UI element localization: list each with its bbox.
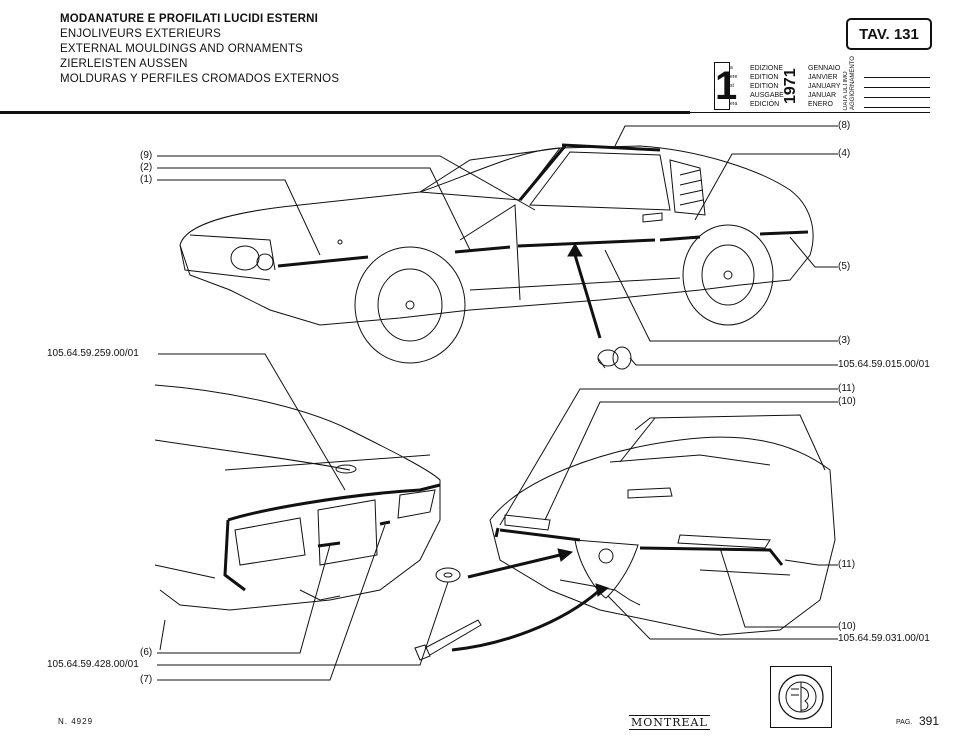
title-italian: MODANATURE E PROFILATI LUCIDI ESTERNI	[60, 13, 319, 25]
callout-10-bottom: (10)	[838, 621, 856, 632]
callout-3: (3)	[838, 335, 851, 346]
table-number: TAV. 131	[846, 18, 932, 50]
callout-9: (9)	[140, 150, 153, 161]
callout-8: (8)	[838, 120, 851, 131]
header-rule	[0, 111, 690, 114]
car-rear-view	[154, 384, 441, 651]
callout-1: (1)	[140, 174, 153, 185]
title-spanish: MOLDURAS Y PERFILES CROMADOS EXTERNOS	[60, 73, 340, 85]
last-update-lines	[864, 68, 930, 108]
callout-11-top: (11)	[838, 383, 856, 394]
part-number-031: 105.64.59.031.00/01	[838, 633, 930, 644]
page-title-block: MODANATURE E PROFILATI LUCIDI ESTERNI EN…	[60, 12, 339, 87]
part-number-428: 105.64.59.428.00/01	[47, 659, 139, 670]
page-label: PAG.	[896, 719, 913, 726]
nut-and-bolt-parts	[414, 548, 610, 661]
document-number: N. 4929	[58, 717, 94, 726]
callout-2: (2)	[140, 162, 153, 173]
leader-lines	[157, 125, 838, 681]
page-number: 391	[919, 714, 940, 728]
title-english: EXTERNAL MOULDINGS AND ORNAMENTS	[60, 43, 304, 55]
part-number-015: 105.64.59.015.00/01	[838, 359, 930, 370]
callout-6: (6)	[140, 647, 153, 658]
part-number-259: 105.64.59.259.00/01	[47, 348, 139, 359]
callout-5: (5)	[838, 261, 851, 272]
brand-emblem-icon	[770, 666, 832, 728]
screw-part	[597, 346, 632, 370]
car-side-view	[179, 143, 814, 364]
title-german: ZIERLEISTEN AUSSEN	[60, 58, 188, 70]
callout-11-bottom: (11)	[838, 559, 856, 570]
header-rule-thin	[690, 112, 930, 113]
callout-4: (4)	[838, 148, 851, 159]
callout-7: (7)	[140, 674, 153, 685]
title-french: ENJOLIVEURS EXTERIEURS	[60, 28, 221, 40]
model-logotype: MONTREAL	[629, 715, 710, 730]
car-front-view	[489, 414, 836, 636]
callout-10-top: (10)	[838, 396, 856, 407]
